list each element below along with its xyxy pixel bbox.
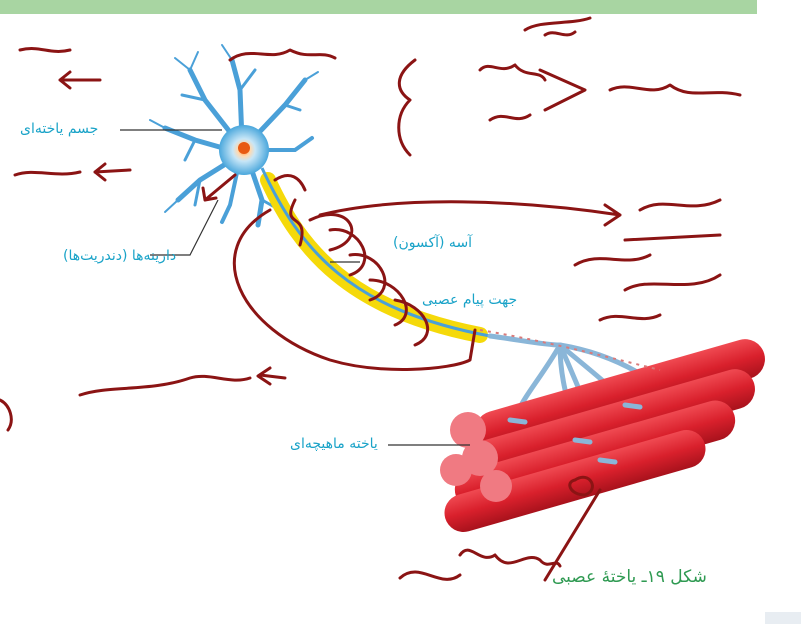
figure-caption: شکل ۱۹ـ یاختهٔ عصبی [552, 567, 707, 587]
label-dendrites: دارینه‌ها (دندریت‌ها) [63, 248, 176, 264]
label-axon: آسه (آکسون) [393, 235, 472, 251]
axon-line [262, 168, 490, 336]
label-cell-body: جسم یاخته‌ای [20, 121, 98, 137]
label-signal-direction: جهت پیام عصبی [422, 292, 517, 308]
handwriting [0, 18, 740, 580]
label-muscle-cell: یاخته ماهیچه‌ای [290, 436, 378, 452]
nucleus-shape [238, 142, 250, 154]
corner-block [765, 612, 801, 624]
muscle-bundle [440, 334, 770, 536]
